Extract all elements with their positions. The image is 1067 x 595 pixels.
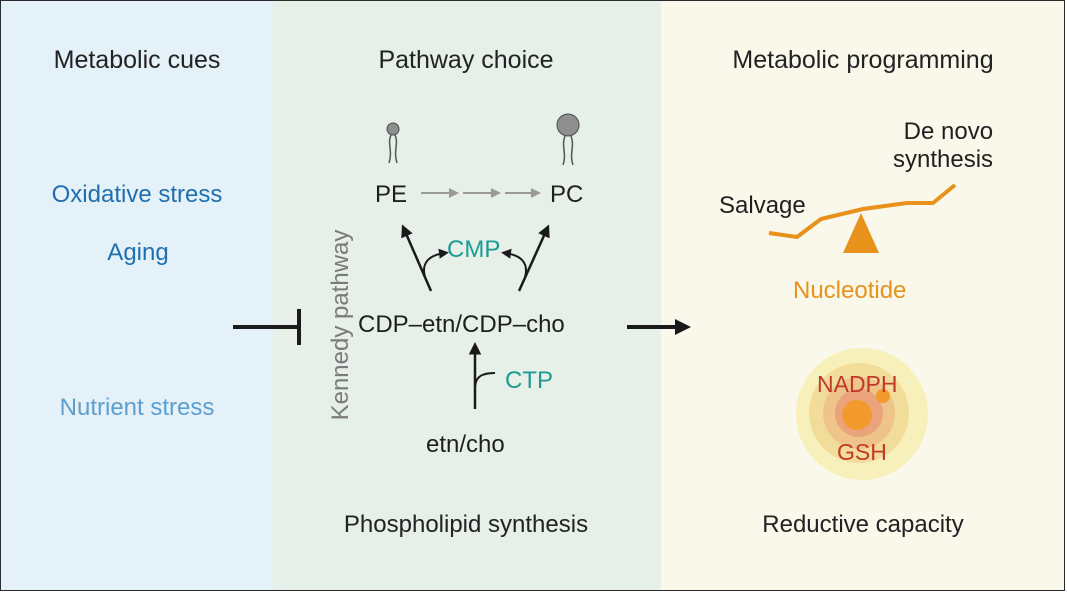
salvage-denovo-balance — [768, 183, 957, 253]
reductive-capacity-label: Reductive capacity — [762, 511, 964, 538]
nutrient-stress-label: Nutrient stress — [59, 394, 215, 421]
inhibition-arrow — [233, 309, 301, 345]
aging-label: Aging — [107, 239, 169, 266]
cdp-label: CDP–etn/CDP–cho — [358, 311, 565, 338]
cmp-label: CMP — [447, 236, 501, 263]
pe-lipid-icon — [386, 122, 400, 164]
ctp-label: CTP — [505, 367, 553, 394]
pathway-choice-panel — [273, 1, 661, 590]
nucleotide-label: Nucleotide — [793, 277, 907, 304]
metabolic-cues-title: Metabolic cues — [53, 46, 221, 74]
metabolic-programming-panel — [661, 1, 1064, 590]
salvage-label: Salvage — [719, 192, 806, 219]
metabolic-cues-panel — [1, 1, 273, 590]
etn-to-cdp-arrow — [468, 342, 496, 409]
de-novo-synthesis-label: De novo synthesis — [893, 118, 994, 173]
etn-cho-label: etn/cho — [426, 431, 505, 458]
phospholipid-synthesis-label: Phospholipid synthesis — [343, 511, 589, 538]
pathway-choice-title: Pathway choice — [378, 46, 554, 74]
nadph-label: NADPH — [817, 371, 898, 397]
oxidative-stress-label: Oxidative stress — [51, 181, 223, 208]
reductive-glow — [796, 348, 928, 480]
pc-label: PC — [550, 181, 584, 208]
gsh-label: GSH — [837, 439, 887, 465]
cdp-to-pe-arrow — [401, 224, 449, 292]
kennedy-pathway-label: Kennedy pathway — [327, 229, 354, 421]
pe-label: PE — [375, 181, 408, 208]
pc-lipid-icon — [556, 113, 580, 166]
metabolic-programming-title: Metabolic programming — [732, 46, 994, 74]
cdp-to-pc-arrow — [501, 224, 550, 292]
